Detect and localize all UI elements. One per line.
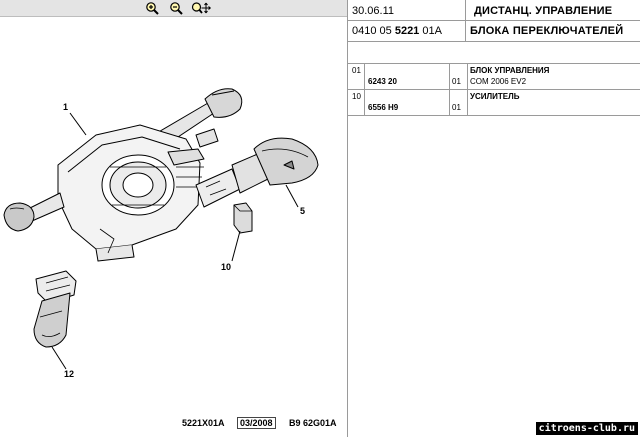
col-divider-qty xyxy=(467,64,468,115)
callout-5: 5 xyxy=(300,206,306,216)
zoom-in-icon[interactable] xyxy=(145,1,159,15)
drawing-footer: 5221X01A 03/2008 B9 62G01A xyxy=(0,412,347,437)
drawing-ref-code-2: B9 62G01A xyxy=(289,418,337,428)
part-quantity: 01 xyxy=(452,77,461,86)
table-row[interactable]: 01 6243 20 01 БЛОК УПРАВЛЕНИЯ COM 2006 E… xyxy=(348,64,640,88)
part-name: БЛОК УПРАВЛЕНИЯ xyxy=(470,66,550,75)
drawing-ref-code: 5221X01A xyxy=(182,418,225,428)
header-divider xyxy=(465,0,466,42)
part-description: COM 2006 EV2 xyxy=(470,77,527,86)
drawing-date: 03/2008 xyxy=(237,417,276,429)
table-row[interactable]: 10 6556 H9 01 УСИЛИТЕЛЬ xyxy=(348,90,640,114)
col-divider-pos xyxy=(364,64,365,115)
col-divider-pn xyxy=(449,64,450,115)
part-number[interactable]: 6556 H9 xyxy=(368,103,399,112)
part-quantity: 01 xyxy=(452,103,461,112)
page-title-line-2: БЛОКА ПЕРЕКЛЮЧАТЕЛЕЙ xyxy=(470,25,624,37)
table-bottom-rule xyxy=(348,115,640,116)
table-top-rule xyxy=(348,63,640,64)
page-title-line-1: ДИСТАНЦ. УПРАВЛЕНИЕ xyxy=(474,5,613,17)
group-code-main: 5221 xyxy=(394,25,420,37)
callout-12: 12 xyxy=(64,369,75,379)
part-number[interactable]: 6243 20 xyxy=(368,77,397,86)
group-code-suffix: 01A xyxy=(419,25,442,37)
site-watermark: citroens-club.ru xyxy=(535,422,638,435)
parts-info-pane: 30.06.11 ДИСТАНЦ. УПРАВЛЕНИЕ 0410 05 522… xyxy=(348,0,640,437)
zoom-move-icon[interactable] xyxy=(191,1,211,15)
group-code-prefix: 0410 05 xyxy=(352,25,395,37)
part-name: УСИЛИТЕЛЬ xyxy=(470,92,520,101)
zoom-toolbar xyxy=(0,0,347,17)
row-rule xyxy=(348,89,640,90)
group-code: 0410 05 5221 01A xyxy=(352,21,442,41)
part-position: 01 xyxy=(352,66,361,75)
header-row-1: 30.06.11 ДИСТАНЦ. УПРАВЛЕНИЕ xyxy=(348,0,640,21)
catalog-date: 30.06.11 xyxy=(352,5,395,17)
part-position: 10 xyxy=(352,92,361,101)
drawing-pane: 1 5 10 12 5221X01A 03/2008 B9 62G01A xyxy=(0,0,348,437)
callout-10: 10 xyxy=(221,262,232,272)
zoom-out-icon[interactable] xyxy=(169,1,183,15)
callout-1: 1 xyxy=(63,102,69,112)
header-row-2: 0410 05 5221 01A БЛОКА ПЕРЕКЛЮЧАТЕЛЕЙ xyxy=(348,21,640,42)
parts-diagram xyxy=(3,88,319,370)
